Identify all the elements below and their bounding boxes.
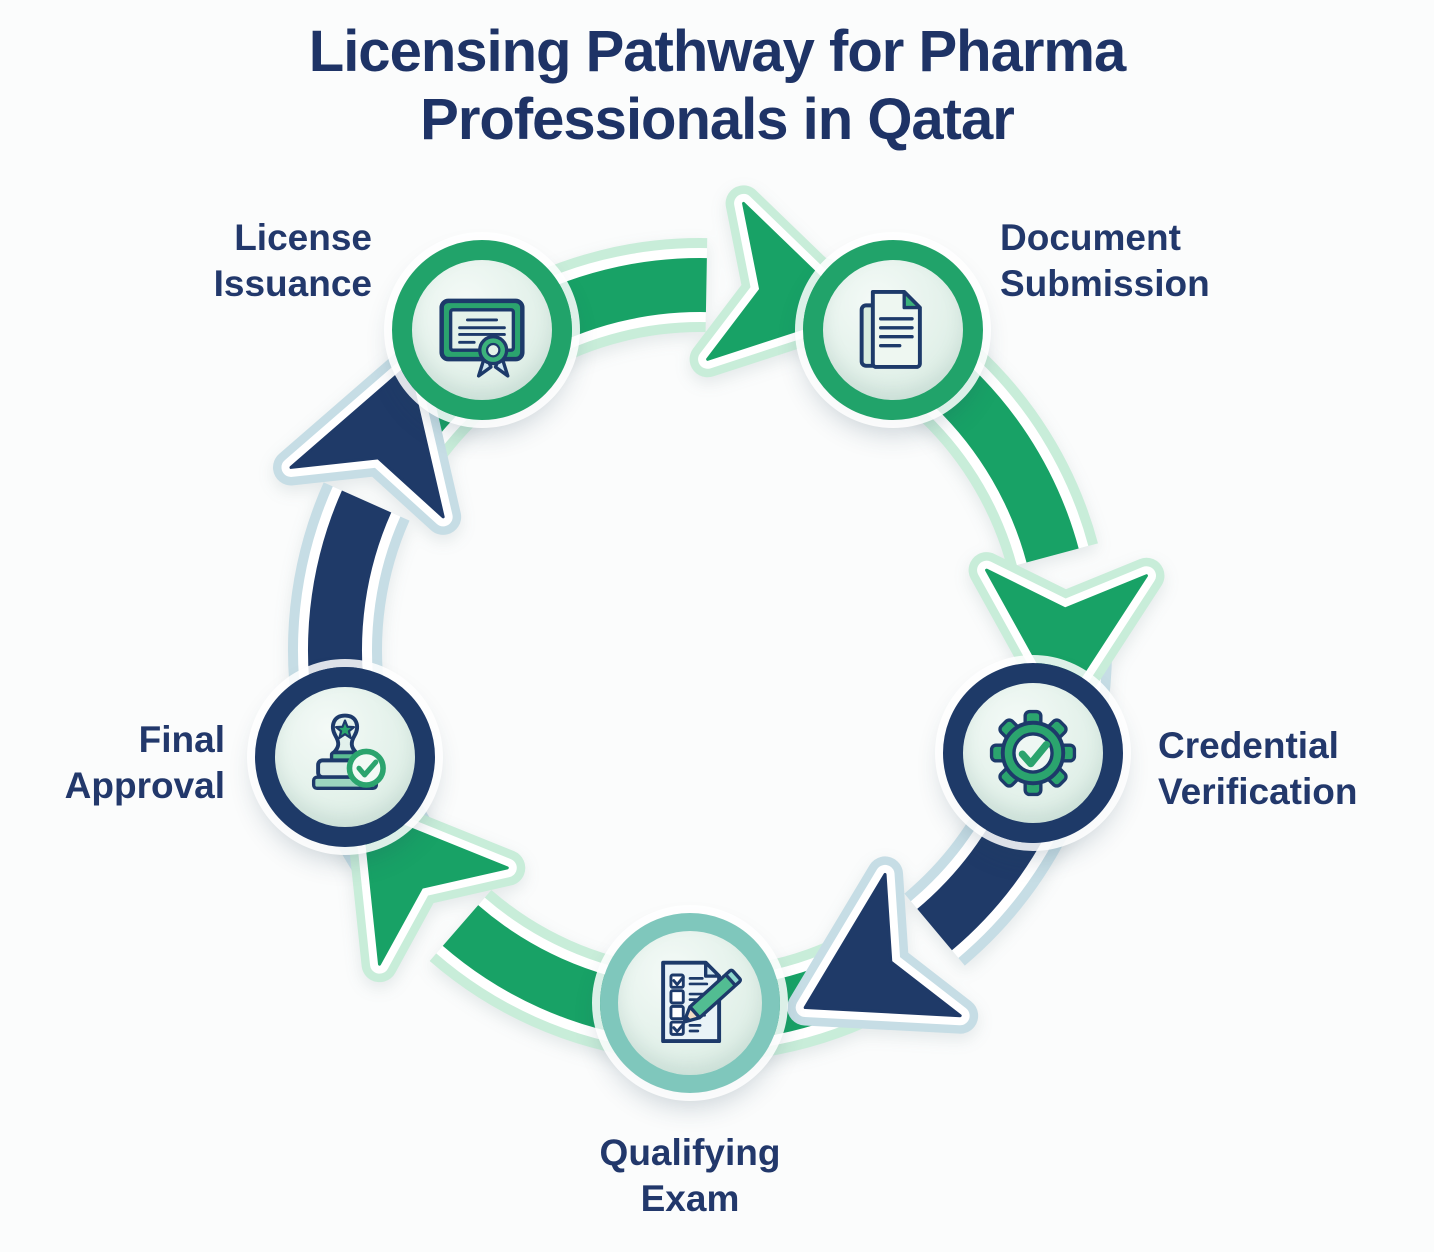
label-line: Document: [1000, 217, 1181, 258]
step-label-credential-verification: Credential Verification: [1158, 723, 1434, 815]
label-line: Approval: [64, 765, 225, 806]
label-line: License: [234, 217, 372, 258]
step-node-qualifying-exam: [600, 913, 780, 1093]
step-node-final-approval: [255, 667, 435, 847]
label-line: Verification: [1158, 771, 1358, 812]
page-title: Licensing Pathway for Pharma Professiona…: [0, 18, 1434, 154]
label-line: Exam: [640, 1178, 740, 1219]
step-node-license-issuance: [392, 240, 572, 420]
step-label-license-issuance: License Issuance: [132, 215, 372, 307]
step-label-final-approval: Final Approval: [25, 717, 225, 809]
arrowhead-approval-to-license: [272, 347, 462, 535]
label-line: Issuance: [213, 263, 372, 304]
step-label-document-submission: Document Submission: [1000, 215, 1300, 307]
page-title-line1: Licensing Pathway for Pharma: [308, 19, 1126, 84]
label-line: Qualifying: [599, 1132, 781, 1173]
arrowhead-exam-to-approval: [345, 791, 526, 983]
documents-icon: [859, 289, 922, 369]
arrowhead-document-to-credential: [968, 552, 1165, 724]
page-title-line2: Professionals in Qatar: [420, 87, 1015, 152]
label-line: Submission: [1000, 263, 1210, 304]
step-node-document-submission: [803, 240, 983, 420]
gear-check-icon: [989, 709, 1077, 797]
checklist-pencil-icon: [661, 960, 742, 1044]
label-line: Credential: [1158, 725, 1339, 766]
step-node-credential-verification: [943, 663, 1123, 843]
label-line: Final: [138, 719, 225, 760]
stamp-check-icon: [311, 713, 386, 791]
certificate-icon: [439, 298, 525, 378]
arrowhead-credential-to-exam: [787, 856, 979, 1034]
step-label-qualifying-exam: Qualifying Exam: [540, 1130, 840, 1222]
